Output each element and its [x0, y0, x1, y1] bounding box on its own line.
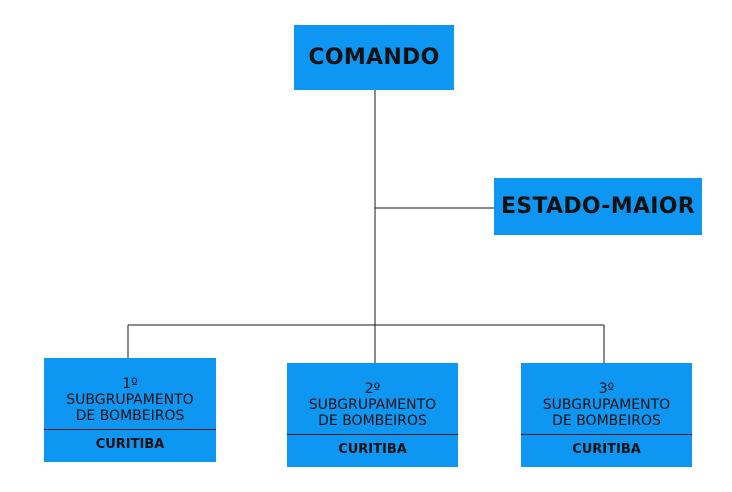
- unit-name-line2: DE BOMBEIROS: [75, 408, 185, 424]
- unit-heading: 3º SUBGRUPAMENTO DE BOMBEIROS: [521, 363, 692, 434]
- staff-box: ESTADO-MAIOR: [494, 178, 702, 235]
- unit-name-line1: SUBGRUPAMENTO: [308, 397, 437, 413]
- unit-city: CURITIBA: [287, 434, 458, 467]
- staff-label: ESTADO-MAIOR: [500, 194, 696, 219]
- unit-name-line1: SUBGRUPAMENTO: [542, 397, 671, 413]
- unit-box-2: 2º SUBGRUPAMENTO DE BOMBEIROS CURITIBA: [287, 363, 458, 467]
- unit-name-line2: DE BOMBEIROS: [552, 413, 661, 429]
- command-label: COMANDO: [308, 45, 440, 70]
- unit-box-1: 1º SUBGRUPAMENTO DE BOMBEIROS CURITIBA: [44, 358, 216, 462]
- unit-name-line1: SUBGRUPAMENTO: [66, 392, 194, 408]
- unit-city: CURITIBA: [521, 434, 692, 467]
- unit-heading: 2º SUBGRUPAMENTO DE BOMBEIROS: [287, 363, 458, 434]
- unit-city: CURITIBA: [44, 429, 216, 462]
- unit-ordinal: 1º: [122, 376, 138, 392]
- command-box: COMANDO: [294, 25, 454, 90]
- unit-ordinal: 3º: [598, 381, 615, 397]
- unit-box-3: 3º SUBGRUPAMENTO DE BOMBEIROS CURITIBA: [521, 363, 692, 467]
- unit-name-line2: DE BOMBEIROS: [318, 413, 427, 429]
- unit-heading: 1º SUBGRUPAMENTO DE BOMBEIROS: [44, 358, 216, 429]
- unit-ordinal: 2º: [364, 381, 381, 397]
